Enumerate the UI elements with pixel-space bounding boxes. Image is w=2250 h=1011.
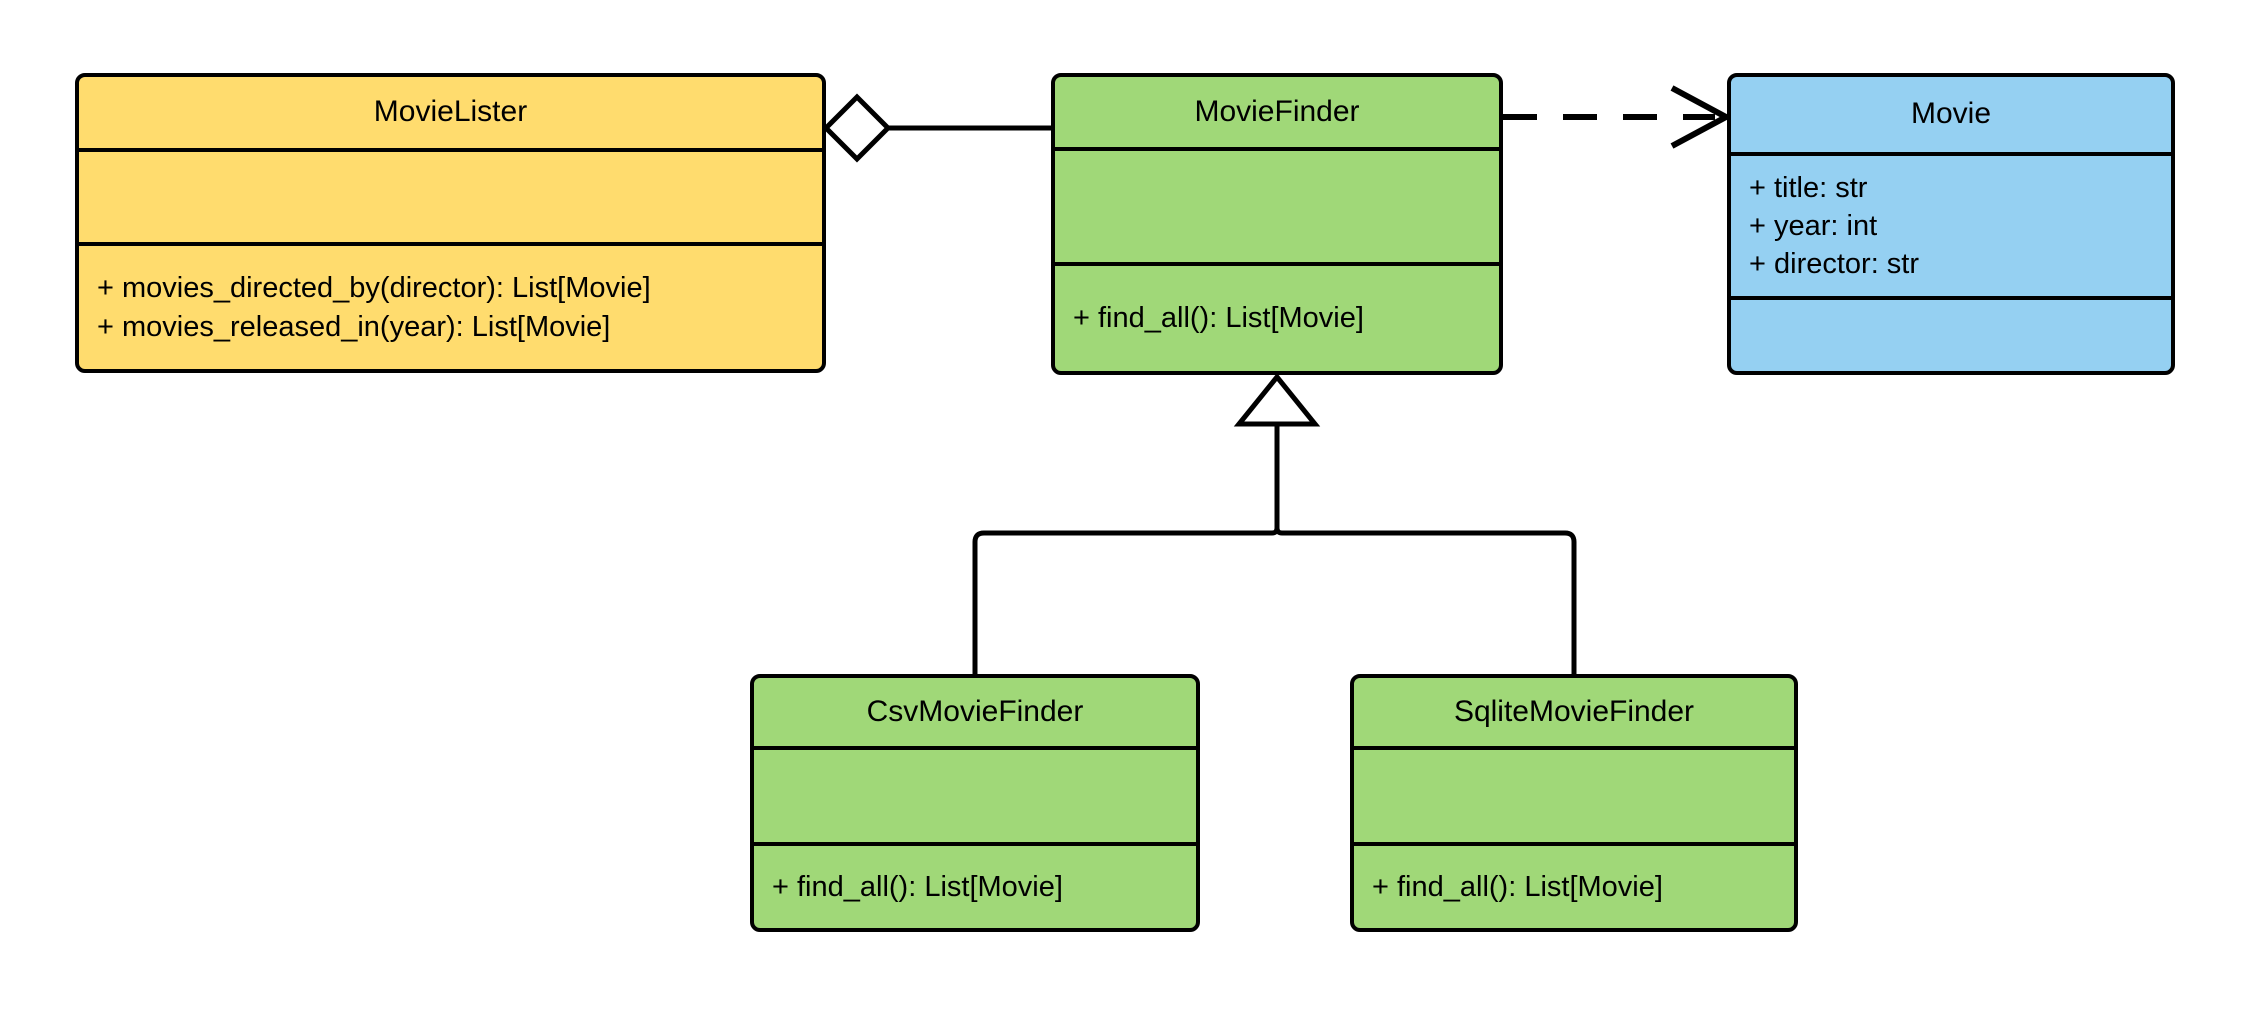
attribute-line: + director: str xyxy=(1749,248,1920,281)
dependency-edge-finder-to-movie[interactable] xyxy=(1503,85,1733,149)
class-name-compartment-movie-finder: MovieFinder xyxy=(1055,77,1499,147)
class-box-movie[interactable]: Movie + title: str + year: int + directo… xyxy=(1727,73,2175,375)
hollow-triangle-icon xyxy=(1233,373,1321,427)
method-line: + movies_released_in(year): List[Movie] xyxy=(97,310,611,343)
method-line: + find_all(): List[Movie] xyxy=(1372,870,1663,903)
generalization-edge-group[interactable] xyxy=(972,373,1577,674)
attributes-compartment-sqlite-movie-finder xyxy=(1354,746,1794,842)
methods-compartment-sqlite-movie-finder: + find_all(): List[Movie] xyxy=(1354,842,1794,928)
class-box-movie-lister[interactable]: MovieLister + movies_directed_by(directo… xyxy=(75,73,826,373)
generalization-branch-csv xyxy=(972,527,1280,674)
hollow-diamond-icon xyxy=(822,93,892,163)
class-name-label: CsvMovieFinder xyxy=(866,694,1084,728)
attributes-compartment-movie-finder xyxy=(1055,147,1499,262)
class-name-compartment-movie-lister: MovieLister xyxy=(79,77,822,148)
method-line: + find_all(): List[Movie] xyxy=(1073,302,1364,335)
class-name-compartment-csv-movie-finder: CsvMovieFinder xyxy=(754,678,1196,746)
generalization-branch-sqlite xyxy=(1274,527,1577,674)
method-line: + movies_directed_by(director): List[Mov… xyxy=(97,272,651,305)
class-name-compartment-sqlite-movie-finder: SqliteMovieFinder xyxy=(1354,678,1794,746)
class-name-label: SqliteMovieFinder xyxy=(1453,694,1695,728)
methods-compartment-movie-lister: + movies_directed_by(director): List[Mov… xyxy=(79,242,822,369)
class-box-sqlite-movie-finder[interactable]: SqliteMovieFinder + find_all(): List[Mov… xyxy=(1350,674,1798,932)
attribute-line: + year: int xyxy=(1749,209,1878,242)
open-arrowhead-icon xyxy=(1670,85,1733,149)
attribute-line: + title: str xyxy=(1749,171,1868,204)
attributes-compartment-movie-lister xyxy=(79,148,822,242)
class-box-csv-movie-finder[interactable]: CsvMovieFinder + find_all(): List[Movie] xyxy=(750,674,1200,932)
class-name-label: MovieLister xyxy=(373,95,528,129)
aggregation-edge-lister-to-finder[interactable] xyxy=(822,93,1051,163)
methods-compartment-movie-finder: + find_all(): List[Movie] xyxy=(1055,262,1499,371)
methods-compartment-movie xyxy=(1731,296,2171,371)
methods-compartment-csv-movie-finder: + find_all(): List[Movie] xyxy=(754,842,1196,928)
class-name-compartment-movie: Movie xyxy=(1731,77,2171,152)
class-name-label: Movie xyxy=(1910,97,1992,131)
method-line: + find_all(): List[Movie] xyxy=(772,870,1063,903)
attributes-compartment-csv-movie-finder xyxy=(754,746,1196,842)
class-name-label: MovieFinder xyxy=(1194,94,1360,128)
attributes-compartment-movie: + title: str + year: int + director: str xyxy=(1731,152,2171,296)
class-box-movie-finder[interactable]: MovieFinder + find_all(): List[Movie] xyxy=(1051,73,1503,375)
